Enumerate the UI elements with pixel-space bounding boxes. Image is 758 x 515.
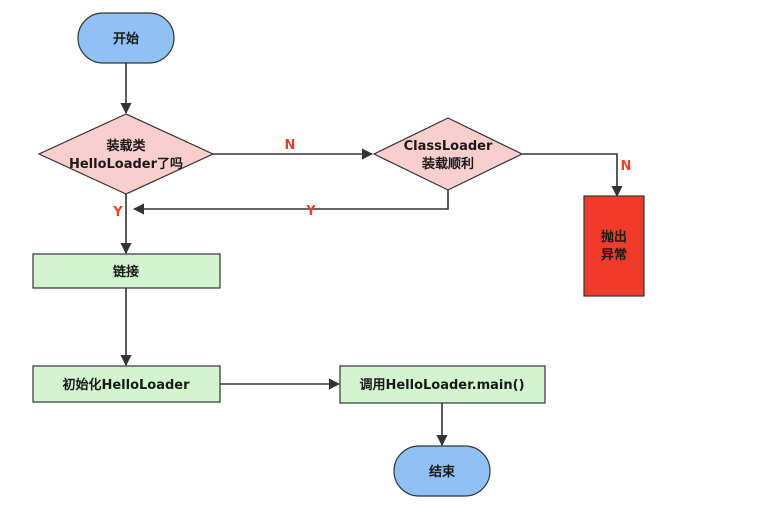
edge-label-load-yes: Y	[112, 205, 123, 220]
throw-exception-label-line1: 抛出	[601, 229, 627, 245]
decision-classloader-label-line2: 装载顺利	[421, 156, 474, 172]
init-node: 初始化HelloLoader	[32, 365, 221, 403]
edge-label-load-no: N	[285, 138, 296, 153]
decision-loaded-label-line1: 装载类	[105, 138, 146, 154]
link-node: 链接	[32, 253, 221, 289]
init-shape	[32, 365, 221, 403]
call-main-shape	[339, 365, 546, 404]
throw-exception-label-line2: 异常	[601, 247, 627, 263]
start-node: 开始	[77, 12, 175, 64]
end-node-label: 结束	[429, 464, 456, 480]
edges	[120, 63, 623, 447]
decision-classloader-shape	[372, 117, 524, 191]
decision-loaded-label-line2: HelloLoader了吗	[69, 157, 183, 172]
start-node-label: 开始	[113, 31, 139, 47]
decision-loaded-node: 装载类 HelloLoader了吗	[37, 113, 215, 195]
decision-classloader-label-line1: ClassLoader	[404, 139, 493, 154]
call-main-label: 调用HelloLoader.main()	[359, 378, 524, 393]
start-node-shape	[77, 12, 175, 64]
edge-classloader-yes	[132, 190, 449, 215]
link-shape	[32, 253, 221, 289]
init-label: 初始化HelloLoader	[62, 377, 190, 393]
end-node: 结束	[393, 445, 491, 497]
end-node-shape	[393, 445, 491, 497]
decision-classloader-node: ClassLoader 装载顺利	[372, 117, 524, 191]
call-main-node: 调用HelloLoader.main()	[339, 365, 546, 404]
decision-loaded-shape	[37, 113, 215, 195]
edge-label-classloader-yes: Y	[305, 204, 316, 219]
throw-exception-shape	[583, 195, 645, 297]
edge-classloader-no	[522, 153, 623, 198]
throw-exception-node: 抛出 异常	[583, 195, 645, 297]
edge-label-classloader-no: N	[621, 159, 632, 174]
link-label: 链接	[112, 264, 139, 280]
